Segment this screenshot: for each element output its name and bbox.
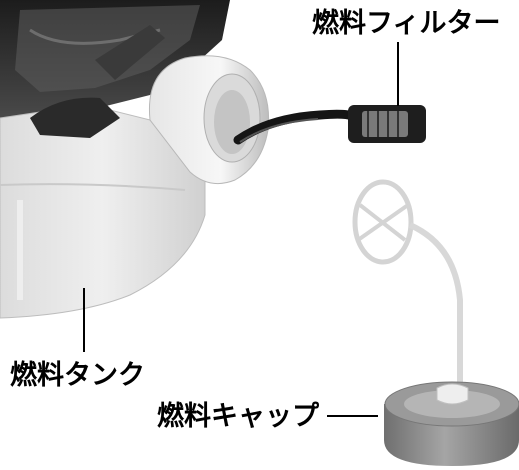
fuel-tank-label: 燃料タンク (10, 360, 145, 391)
fuel-hose (233, 109, 357, 145)
fuel-cap-label: 燃料キャップ (157, 401, 319, 432)
fuel-filter-shape (348, 105, 426, 143)
fuel-filter-label: 燃料フィルター (312, 8, 501, 39)
leader-lines (83, 42, 399, 417)
fuel-cap-shape (352, 179, 519, 466)
